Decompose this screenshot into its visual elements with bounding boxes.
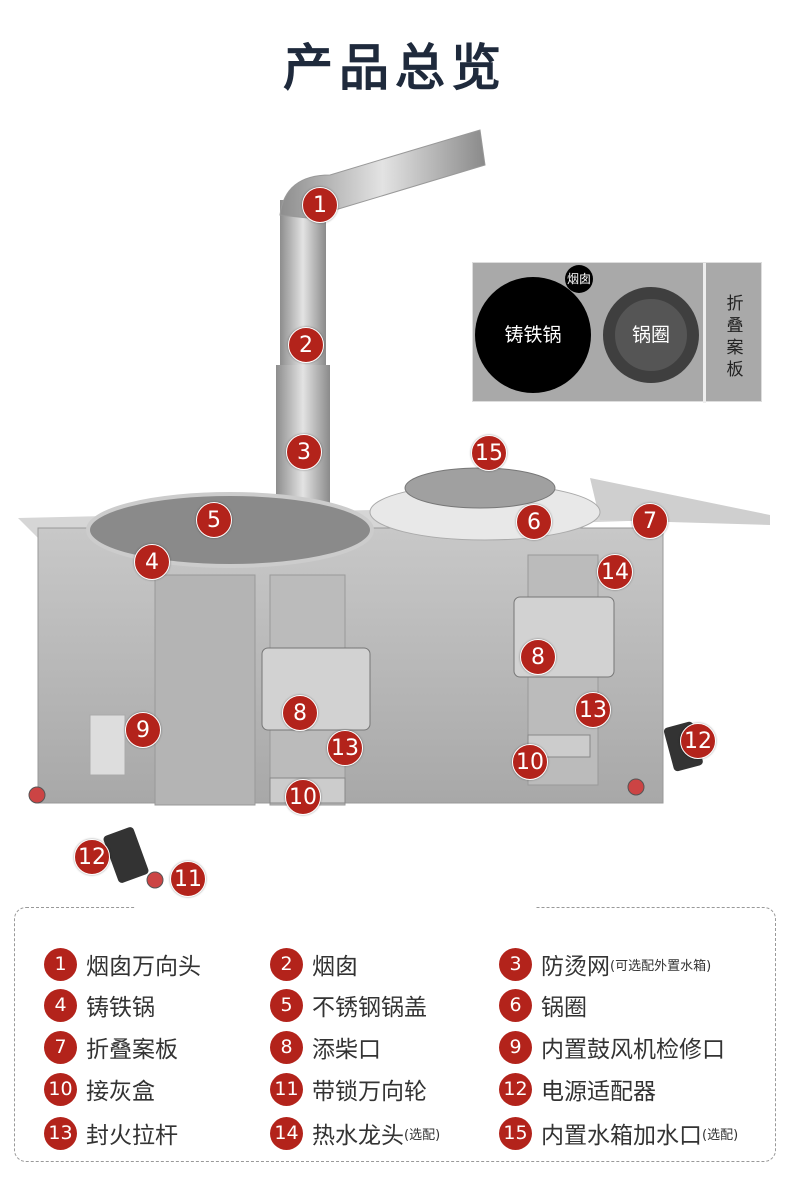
legend-number: 7: [44, 1030, 77, 1064]
legend-number: 8: [270, 1030, 303, 1064]
legend-note: (选配): [404, 1127, 441, 1143]
marker-4: 4: [134, 544, 170, 580]
marker-2: 2: [288, 327, 324, 363]
legend-item: 12 电源适配器: [499, 1072, 656, 1106]
marker-8: 8: [520, 639, 556, 675]
page-title: 产品总览: [283, 39, 507, 97]
legend-number: 2: [270, 947, 303, 981]
legend-number: 6: [499, 988, 532, 1022]
inset-pot-ring: 锅圈: [603, 287, 699, 383]
marker-14: 14: [597, 554, 633, 590]
inset-cast-iron-pot: 铸铁锅: [475, 277, 591, 393]
legend-note: (可选配外置水箱): [610, 958, 712, 974]
marker-5: 5: [196, 502, 232, 538]
top-view-inset: 铸铁锅 烟囱 锅圈 折叠案板: [472, 262, 762, 403]
legend-number: 3: [499, 947, 532, 981]
legend-label: 烟囱: [312, 954, 358, 980]
inset-divider: [703, 263, 706, 403]
legend-item: 3 防烫网(可选配外置水箱): [499, 947, 711, 981]
legend-item: 5 不锈钢锅盖: [270, 988, 427, 1022]
legend-label: 电源适配器: [541, 1079, 656, 1105]
marker-1: 1: [302, 187, 338, 223]
legend-number: 10: [44, 1072, 77, 1106]
marker-11: 11: [170, 861, 206, 897]
marker-13: 13: [327, 730, 363, 766]
legend-item: 1 烟囱万向头: [44, 947, 201, 981]
pot-lid: [86, 492, 374, 568]
legend-label: 接灰盒: [86, 1079, 155, 1105]
legend-label: 折叠案板: [86, 1037, 178, 1063]
marker-12: 12: [74, 839, 110, 875]
legend-number: 1: [44, 947, 77, 981]
legend-label: 添柴口: [312, 1037, 381, 1063]
folding-board: [590, 478, 770, 525]
marker-7: 7: [632, 503, 668, 539]
marker-10: 10: [512, 744, 548, 780]
marker-9: 9: [125, 712, 161, 748]
legend-label: 锅圈: [541, 995, 587, 1021]
marker-6: 6: [516, 504, 552, 540]
legend-number: 9: [499, 1030, 532, 1064]
legend-number: 14: [270, 1116, 303, 1150]
legend-label: 烟囱万向头: [86, 954, 201, 980]
stove-illustration: [18, 129, 770, 889]
marker-12: 12: [680, 723, 716, 759]
legend-item: 2 烟囱: [270, 947, 358, 981]
legend-item: 15 内置水箱加水口(选配): [499, 1116, 738, 1150]
marker-13: 13: [575, 692, 611, 728]
legend-item: 4 铸铁锅: [44, 988, 155, 1022]
legend-number: 13: [44, 1116, 77, 1150]
legend-item: 8 添柴口: [270, 1030, 381, 1064]
legend-item: 13 封火拉杆: [44, 1116, 178, 1150]
legend-label: 不锈钢锅盖: [312, 995, 427, 1021]
legend-label: 铸铁锅: [86, 995, 155, 1021]
legend-number: 15: [499, 1116, 532, 1150]
legend-item: 11 带锁万向轮: [270, 1072, 427, 1106]
legend: [14, 905, 776, 1162]
wok: [404, 467, 556, 509]
legend-label: 内置水箱加水口: [541, 1123, 702, 1149]
legend-number: 5: [270, 988, 303, 1022]
legend-label: 热水龙头: [312, 1123, 404, 1149]
legend-item: 6 锅圈: [499, 988, 587, 1022]
legend-item: 14 热水龙头(选配): [270, 1116, 440, 1150]
legend-label: 防烫网: [541, 954, 610, 980]
legend-label: 内置鼓风机检修口: [541, 1037, 725, 1063]
legend-number: 4: [44, 988, 77, 1022]
legend-item: 10 接灰盒: [44, 1072, 155, 1106]
legend-note: (选配): [702, 1127, 739, 1143]
legend-label: 带锁万向轮: [312, 1079, 427, 1105]
marker-15: 15: [471, 435, 507, 471]
legend-item: 9 内置鼓风机检修口: [499, 1030, 725, 1064]
inset-folding-board: 折叠案板: [726, 294, 744, 380]
legend-label: 封火拉杆: [86, 1123, 178, 1149]
legend-number: 11: [270, 1072, 303, 1106]
marker-8: 8: [282, 695, 318, 731]
legend-item: 7 折叠案板: [44, 1030, 178, 1064]
inset-chimney: 烟囱: [565, 265, 593, 293]
legend-number: 12: [499, 1072, 532, 1106]
marker-3: 3: [286, 434, 322, 470]
marker-10: 10: [285, 779, 321, 815]
